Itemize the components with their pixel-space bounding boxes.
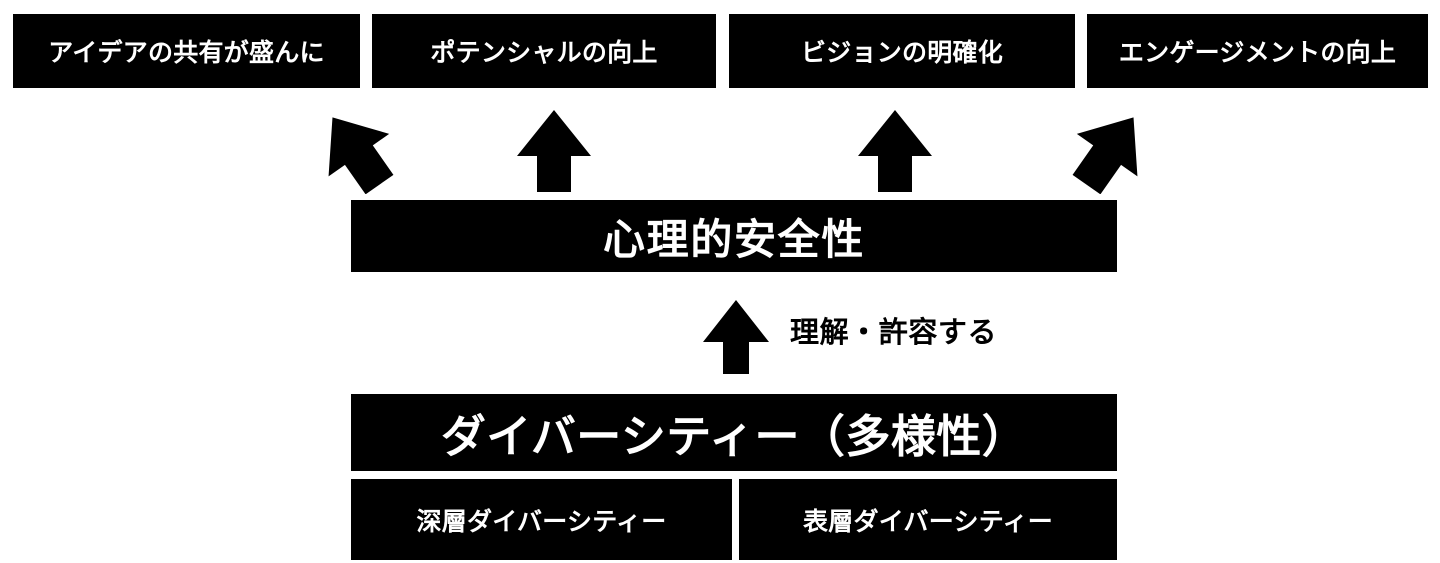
outcome-box-potential: ポテンシャルの向上 bbox=[372, 14, 716, 88]
outcome-box-idea-sharing: アイデアの共有が盛んに bbox=[13, 14, 360, 88]
psychological-safety-label: 心理的安全性 bbox=[602, 215, 866, 263]
psychological-safety-box: 心理的安全性 bbox=[351, 200, 1117, 272]
arrow-up-icon bbox=[515, 108, 593, 194]
arrow-up-right-icon bbox=[1071, 108, 1149, 194]
diversity-subtype-label: 表層ダイバーシティー bbox=[802, 507, 1053, 536]
diversity-label: ダイバーシティー（多様性） bbox=[440, 411, 1028, 462]
outcome-box-label: アイデアの共有が盛んに bbox=[48, 39, 325, 67]
arrow-up-icon bbox=[701, 298, 771, 376]
arrow-up-icon bbox=[856, 108, 934, 194]
arrow-up-left-icon bbox=[317, 108, 395, 194]
outcome-box-vision: ビジョンの明確化 bbox=[729, 14, 1075, 88]
diversity-box: ダイバーシティー（多様性） bbox=[351, 394, 1117, 471]
diversity-subtype-label: 深層ダイバーシティー bbox=[416, 507, 667, 536]
outcome-box-label: エンゲージメントの向上 bbox=[1118, 39, 1397, 67]
diversity-subtype-deep-box: 深層ダイバーシティー bbox=[351, 479, 732, 560]
outcome-box-label: ポテンシャルの向上 bbox=[430, 39, 658, 67]
diversity-subtype-surface-box: 表層ダイバーシティー bbox=[739, 479, 1117, 560]
relation-label: 理解・許容する bbox=[790, 317, 998, 349]
outcome-box-label: ビジョンの明確化 bbox=[800, 39, 1003, 67]
outcome-box-engagement: エンゲージメントの向上 bbox=[1087, 14, 1428, 88]
